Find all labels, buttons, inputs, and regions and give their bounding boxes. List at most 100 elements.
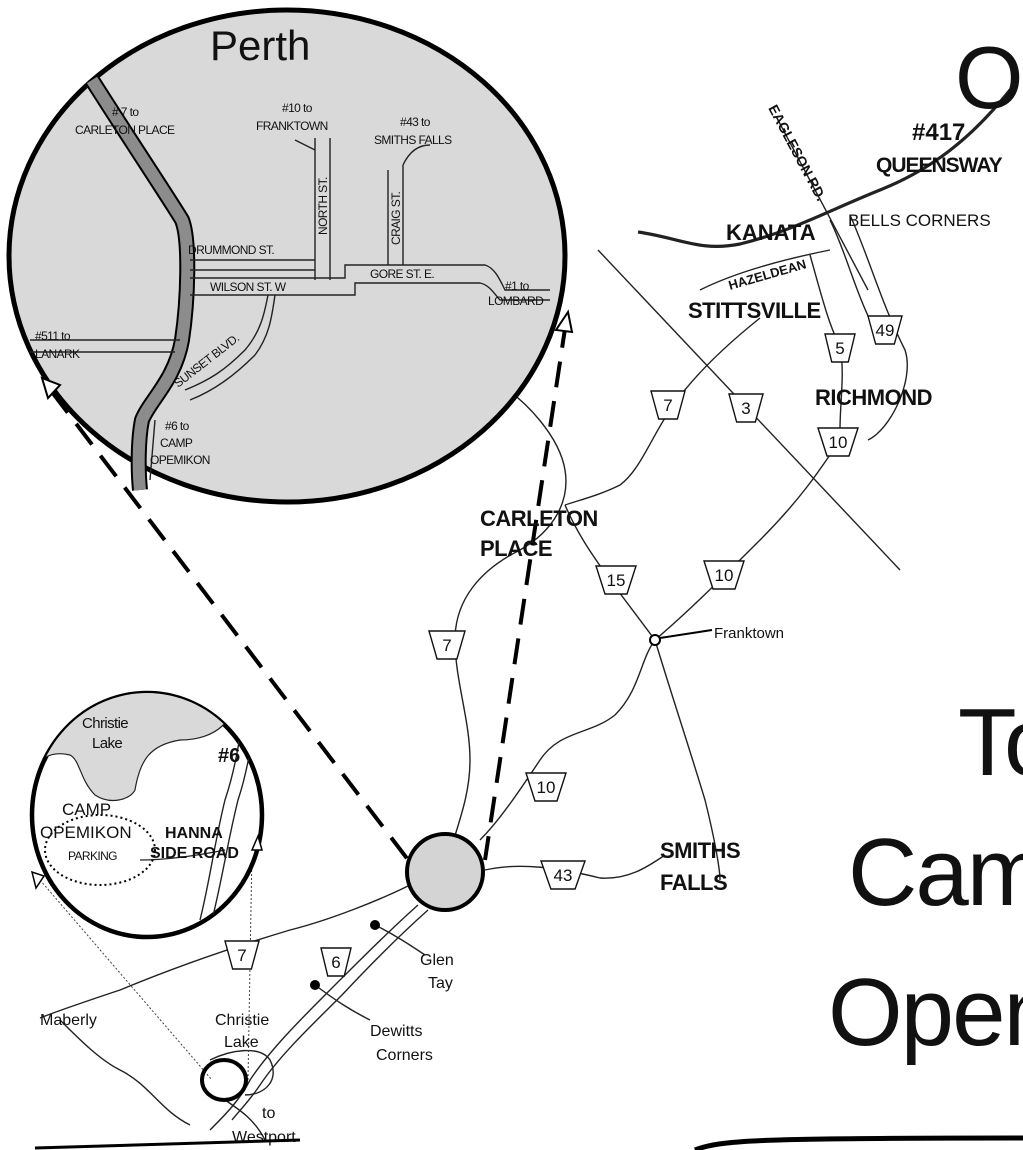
label-stittsville: STITTSVILLE [688, 298, 821, 323]
perth-zoom-lines [50, 321, 568, 867]
route-shield-label-s10c: 10 [537, 778, 556, 797]
camp-arrow-right [250, 833, 263, 851]
road-43 [484, 854, 666, 879]
road-glen-tay [374, 924, 426, 956]
label-kanata: KANATA [726, 220, 816, 245]
road-franktown-smiths [654, 639, 721, 881]
christie-lake-shore [209, 1049, 274, 1096]
road-maberly [59, 1019, 191, 1126]
label-hwy43-line1: #43 to [400, 115, 431, 129]
route-shield-label-s10b: 10 [715, 566, 734, 585]
label-glen-line1: Glen [420, 952, 454, 969]
camp-road-line2: SIDE ROAD [150, 845, 239, 862]
road-westport [224, 1099, 266, 1141]
route-shield-label-s6: 6 [331, 953, 340, 972]
label-dewitts-line2: Corners [376, 1047, 433, 1064]
camp-lake-line1: Christie [82, 715, 128, 732]
label-dewitts-line1: Dewitts [370, 1023, 422, 1040]
label-hwy1-line2: LOMBARD [488, 294, 544, 308]
camp-arrow-left [30, 870, 46, 890]
route-shield-label-s5: 5 [835, 339, 844, 358]
label-hwy6-line1: #6 to [165, 419, 190, 433]
camp-name-line1: CAMP [62, 800, 111, 819]
camp-hwy-label: #6 [218, 745, 240, 767]
perth-inset: Perth # 7 to CARLETON PLACE #10 to FRANK… [6, 7, 568, 505]
label-carleton-line2: PLACE [480, 536, 552, 561]
route-shield-s3 [728, 393, 764, 423]
route-shield-s5 [824, 333, 856, 363]
camp-boundary [44, 814, 156, 886]
perth-marker [405, 832, 485, 912]
route-shield-s10c [525, 772, 567, 802]
bottom-rule-left [34, 1138, 301, 1150]
label-hwy1-line1: #1 to [505, 279, 530, 293]
title-line1: To [958, 689, 1023, 796]
label-westport-line2: Westport [232, 1129, 296, 1146]
zoom-arrow-left [40, 376, 62, 400]
road-6-a [209, 904, 419, 1131]
label-hwy7-line1: # 7 to [112, 105, 139, 119]
road-7-north [564, 317, 761, 506]
camp-parking: PARKING [68, 849, 117, 863]
route-shield-label-s7c: 7 [237, 946, 246, 965]
label-queensway-num: #417 [912, 119, 965, 146]
label-craig-st: CRAIG ST. [389, 191, 403, 245]
route-shield-label-s7a: 7 [663, 396, 672, 415]
route-shield-s43 [540, 860, 586, 890]
label-smiths-line1: SMITHS [660, 838, 740, 863]
route-shield-s6 [320, 947, 352, 977]
route-shield-s7a [650, 390, 686, 420]
route-shield-label-s43: 43 [554, 866, 573, 885]
road-7-west [444, 374, 567, 871]
road-bells-south [829, 219, 871, 321]
perth-inset-circle [6, 7, 568, 505]
route-shield-label-s7b: 7 [442, 636, 451, 655]
label-queensway: QUEENSWAY [876, 154, 1003, 177]
route-shield-s10b [703, 560, 745, 590]
label-richmond: RICHMOND [815, 385, 932, 410]
road-10-east [654, 439, 841, 641]
route-shield-s15 [595, 565, 637, 595]
title-line2: Camp [848, 819, 1023, 926]
queensway-road [637, 89, 1012, 248]
camp-lake-line2: Lake [92, 735, 122, 752]
title-corner: O [955, 28, 1023, 127]
route-shield-s49 [867, 315, 903, 345]
label-eagleson: EAGLESON RD. [765, 102, 829, 204]
label-drummond-st: DRUMMOND ST. [188, 243, 274, 257]
title-line3: Opemikon [828, 959, 1023, 1066]
road-10-south [479, 639, 656, 841]
label-hwy6-line3: OPEMIKON [150, 453, 210, 467]
camp-name-line2: OPEMIKON [40, 823, 132, 842]
route-shield-label-s3: 3 [741, 399, 750, 418]
label-christie-line2: Lake [224, 1034, 259, 1051]
label-christie-line1: Christie [215, 1012, 269, 1029]
label-westport-line1: to [262, 1105, 275, 1122]
zoom-arrow-right [554, 309, 574, 334]
label-carleton-line1: CARLETON [480, 506, 598, 531]
christie-lake-water [32, 693, 233, 802]
camp-inset: Christie Lake #6 CAMP OPEMIKON PARKING H… [29, 690, 265, 940]
label-hwy10-line1: #10 to [282, 101, 313, 115]
route-shield-s7c [224, 940, 260, 970]
road-dewitts [314, 984, 371, 1021]
label-bells-corners: BELLS CORNERS [848, 211, 991, 230]
road-7-westbound [39, 884, 411, 1019]
franktown-dot [649, 634, 661, 646]
route-shield-label-s49: 49 [876, 321, 895, 340]
dewitts-dot [310, 980, 320, 990]
label-maberly: Maberly [40, 1012, 97, 1029]
place-labels: #417 QUEENSWAY EAGLESON RD. KANATA BELLS… [40, 102, 1004, 1146]
perth-streets [30, 138, 550, 481]
label-hwy511-line2: LANARK [35, 347, 80, 361]
label-hwy511-line1: #511 to [35, 329, 71, 343]
label-hwy10-line2: FRANKTOWN [256, 119, 328, 133]
label-hwy7-line2: CARLETON PLACE [75, 123, 175, 137]
franktown-leader [659, 629, 713, 639]
label-smiths-line2: FALLS [660, 870, 727, 895]
label-north-st: NORTH ST. [316, 177, 330, 235]
christie-lake-marker [200, 1058, 248, 1102]
route-shield-label-s15: 15 [607, 571, 626, 590]
